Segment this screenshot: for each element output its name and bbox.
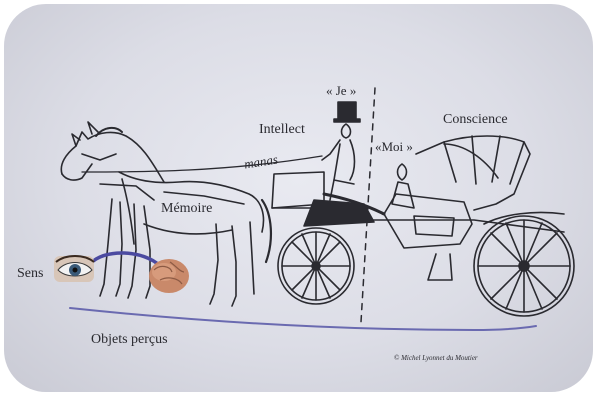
- label-je: « Je »: [326, 83, 356, 99]
- driver-illustration: [322, 102, 360, 200]
- label-sens: Sens: [17, 266, 43, 282]
- front-wheel: [278, 228, 354, 304]
- eye-icon: [54, 256, 94, 282]
- label-conscience: Conscience: [443, 112, 508, 128]
- label-intellect: Intellect: [259, 122, 305, 138]
- label-moi: «Moi »: [375, 139, 413, 155]
- brain-icon: [149, 259, 189, 293]
- chariot-allegory-diagram: « Je » Intellect manas Conscience «Moi »…: [4, 4, 593, 392]
- rear-wheel: [474, 216, 574, 316]
- label-objets-percus: Objets perçus: [91, 332, 168, 348]
- label-memoire: Mémoire: [161, 201, 212, 217]
- copyright-note: © Michel Lyonnet du Moutier: [394, 354, 478, 362]
- ground-line: [70, 308, 536, 330]
